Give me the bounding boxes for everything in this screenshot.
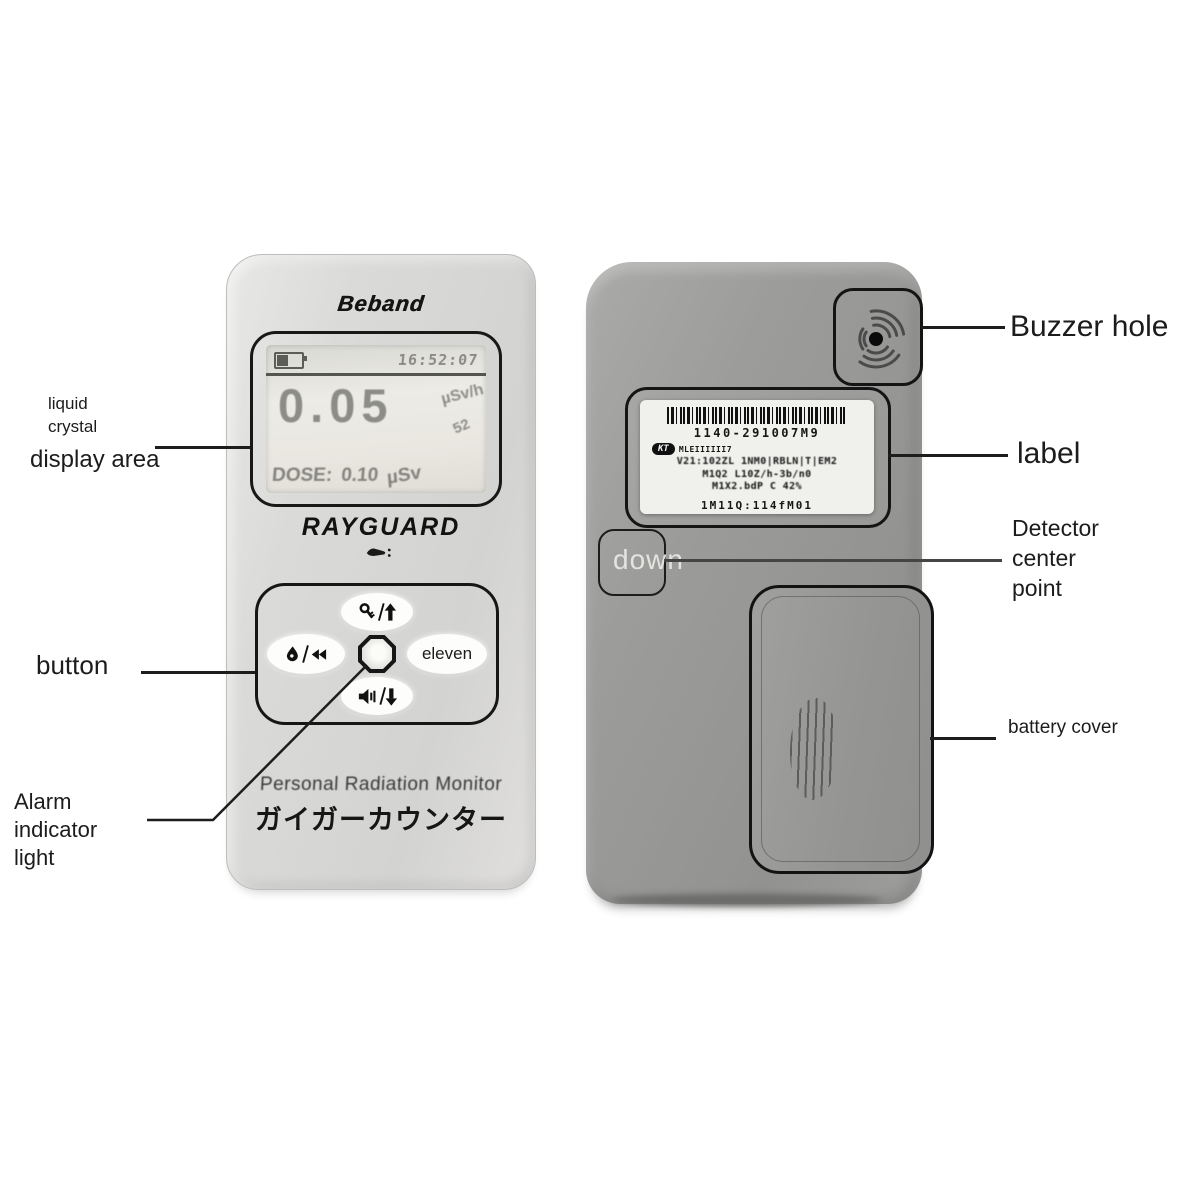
- annotation-label: label: [1017, 437, 1081, 470]
- label-text-line: V21:102ZL 1NM0|RBLN|T|EM2: [676, 456, 838, 467]
- dose-label: DOSE:: [271, 465, 334, 486]
- detector-center-marker: down: [598, 529, 683, 596]
- grip-texture: [788, 697, 840, 801]
- dose-value: 0.10: [340, 465, 380, 486]
- annotation-alarm-indicator-light: Alarm indicator light: [14, 789, 98, 870]
- leader-line-label: [888, 454, 1008, 457]
- dose-rate-unit: µSv/h: [439, 381, 486, 408]
- back-device: 1140-291007M9 KT MLEIIIIII7 V21:102ZL 1N…: [586, 262, 934, 904]
- front-device: Beband 16:52:07 0.05 µSv/h 52 DOSE: 0.10…: [226, 254, 536, 890]
- leader-line-detector: [664, 559, 1002, 562]
- battery-fill: [277, 354, 288, 366]
- label-footer-line: 1M11Q:114fM01: [700, 498, 814, 512]
- battery-nub: [304, 355, 307, 361]
- leader-line-buzzer-hole: [921, 326, 1005, 329]
- product-name: Personal Radiation Monitor: [259, 774, 503, 795]
- dose-rate-reading: 0.05: [278, 379, 394, 432]
- button-panel: eleven: [255, 583, 499, 725]
- annotation-display-area: display area: [30, 446, 160, 473]
- annotation-detector-center-point: Detector center point: [1012, 515, 1099, 601]
- kt-logo: KT: [652, 443, 675, 455]
- lcd-screen: 16:52:07 0.05 µSv/h 52 DOSE: 0.10 µSv: [266, 345, 486, 493]
- product-name-japanese: ガイガーカウンター: [255, 805, 507, 835]
- annotation-battery-cover: battery cover: [1008, 717, 1118, 738]
- annotation-buzzer-hole: Buzzer hole: [1010, 310, 1169, 343]
- lcd-status-bar: 16:52:07: [266, 345, 486, 376]
- annotation-button: button: [36, 650, 109, 680]
- model-name: RAYGUARD: [301, 513, 461, 541]
- count-value: 52: [450, 415, 473, 438]
- label-logo-row: KT MLEIIIIII7: [652, 443, 874, 455]
- lcd-time: 16:52:07: [396, 351, 479, 369]
- hand-mark-icon: [366, 548, 391, 557]
- mute-down-button: [341, 677, 413, 715]
- serial-number: 1140-291007M9: [693, 426, 821, 440]
- leader-line-display-area: [155, 446, 250, 449]
- leader-line-button: [141, 671, 255, 674]
- buzzer-hole: [833, 288, 923, 386]
- battery-cover: [749, 585, 934, 874]
- label-text-line: M1X2.bdP C 42%: [712, 481, 802, 492]
- mode-back-button: [267, 634, 345, 674]
- label-recess: 1140-291007M9 KT MLEIIIIII7 V21:102ZL 1N…: [625, 387, 891, 528]
- label-sticker: 1140-291007M9 KT MLEIIIIII7 V21:102ZL 1N…: [640, 400, 874, 514]
- battery-icon: [274, 351, 307, 369]
- lcd-display-bezel: 16:52:07 0.05 µSv/h 52 DOSE: 0.10 µSv: [250, 331, 502, 507]
- sound-waves-icon: [858, 309, 906, 369]
- alarm-indicator-light: [358, 635, 396, 673]
- speaker-slash-down-arrow-icon: [358, 686, 398, 706]
- logo-suffix-text: MLEIIIIII7: [678, 444, 733, 454]
- eleven-button: eleven: [407, 634, 487, 674]
- label-text-line: M1Q2 L10Z/h-3b/n0: [702, 468, 812, 480]
- barcode: [667, 407, 847, 424]
- leader-line-battery-cover: [930, 737, 996, 740]
- octagon-indicator-icon: [362, 639, 392, 669]
- lcd-main-row: 0.05 µSv/h 52: [266, 376, 486, 442]
- annotation-liquid-crystal: liquid crystal: [48, 394, 98, 436]
- eleven-button-label: eleven: [421, 644, 473, 663]
- dose-unit: µSv: [386, 462, 423, 489]
- drop-slash-left-arrows-icon: [286, 644, 327, 663]
- brand-logo: Beband: [336, 291, 426, 316]
- key-slash-up-arrow-icon: [359, 602, 397, 621]
- key-up-button: [341, 593, 413, 631]
- dose-row: DOSE: 0.10 µSv: [271, 462, 423, 489]
